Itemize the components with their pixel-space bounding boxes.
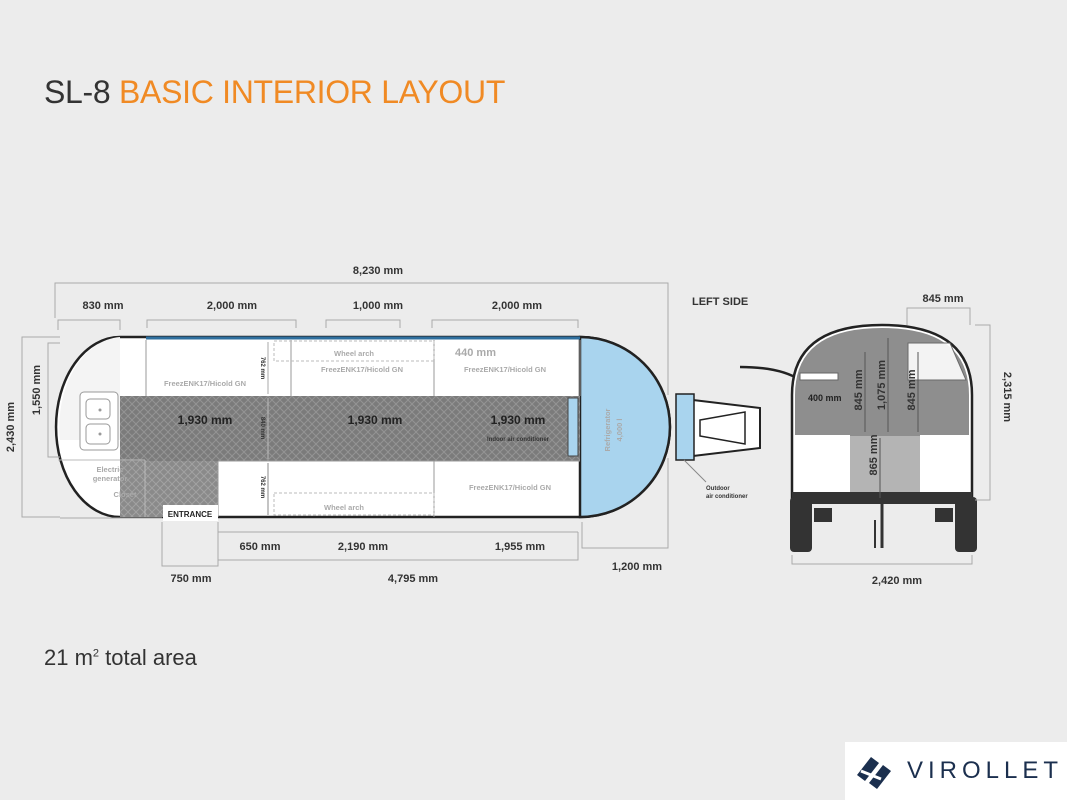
page-title: SL-8 BASIC INTERIOR LAYOUT — [44, 74, 505, 111]
aisle-dim-3: 1,930 mm — [491, 413, 546, 427]
entrance-offset-dim: 750 mm — [171, 573, 212, 585]
side-v3-dim: 845 mm — [906, 369, 918, 410]
hitch-dim: 1,200 mm — [612, 561, 662, 573]
table-depth-dim: 440 mm — [455, 347, 496, 359]
side-wheel-left — [790, 497, 812, 552]
area-unit-sup: 2 — [92, 647, 100, 660]
generator-label-1: Electric — [96, 465, 123, 474]
closet-label: Closet — [114, 490, 137, 499]
side-width-dim: 2,420 mm — [872, 575, 922, 587]
freezer-label-3: FreezENK17/Hicold GN — [464, 365, 546, 374]
total-area-note: 21 m2 total area — [44, 645, 197, 671]
sink-unit — [79, 391, 119, 451]
seg1-dim: 2,000 mm — [207, 300, 257, 312]
mid-bottom-dim: 2,190 mm — [338, 541, 388, 553]
wheel-arch-top — [273, 340, 435, 362]
side-v4-dim: 865 mm — [868, 434, 880, 475]
freezer-label-4: FreezENK17/Hicold GN — [469, 483, 551, 492]
outdoor-ac-label-2: air conditioner — [706, 494, 748, 500]
entrance-width-dim: 650 mm — [240, 541, 281, 553]
height-inner-dim: 1,550 mm — [31, 365, 43, 415]
indoor-ac-label: Indoor air conditioner — [487, 437, 550, 443]
virollet-logo-icon — [857, 757, 891, 789]
area-value: 21 m — [44, 645, 93, 670]
aisle-dim-2: 1,930 mm — [348, 413, 403, 427]
outdoor-ac-label-1: Outdoor — [706, 486, 730, 492]
wheel-arch-top-label: Wheel arch — [334, 349, 374, 358]
outdoor-ac-unit — [675, 393, 695, 461]
side-view: LEFT SIDE 845 mm 400 mm 845 mm 1,075 mm … — [692, 293, 1013, 587]
side-top-dim: 845 mm — [923, 293, 964, 305]
seg3-dim: 2,000 mm — [492, 300, 542, 312]
dim-840: 840 mm — [259, 417, 265, 439]
side-v2-dim: 1,075 mm — [876, 360, 888, 410]
side-view-title: LEFT SIDE — [692, 296, 748, 308]
refrigerator-zone — [578, 335, 672, 519]
brand-logo: VIROLLET — [845, 742, 1067, 800]
side-left-dim: 400 mm — [808, 393, 842, 403]
side-chassis — [792, 492, 972, 504]
dim-762-bottom: 762 mm — [259, 476, 265, 498]
freezer-label-2: FreezENK17/Hicold GN — [321, 365, 403, 374]
entrance-label: ENTRANCE — [168, 510, 213, 519]
layout-title: BASIC INTERIOR LAYOUT — [119, 74, 506, 110]
hitch: Outdoor air conditioner — [675, 393, 761, 500]
generator-label-2: generator — [93, 474, 128, 483]
wheel-arch-bottom-label: Wheel arch — [324, 503, 364, 512]
seg2-dim: 1,000 mm — [353, 300, 403, 312]
front-dim: 830 mm — [83, 300, 124, 312]
bottom-length-dim: 4,795 mm — [388, 573, 438, 585]
top-view-plan: Electric generator Closet Wheel arch Fre… — [5, 265, 761, 585]
refrigerator-capacity: 4,000 l — [615, 419, 624, 442]
model-name: SL-8 — [44, 74, 111, 110]
side-height-dim: 2,315 mm — [1001, 372, 1013, 422]
side-cable — [739, 365, 801, 382]
brand-name: VIROLLET — [907, 757, 1064, 784]
wheel-arch-bottom — [273, 492, 435, 516]
dim-762-top: 762 mm — [259, 357, 265, 379]
aisle-floor — [120, 396, 580, 461]
right-bottom-dim: 1,955 mm — [495, 541, 545, 553]
area-rest: total area — [105, 645, 197, 670]
height-total-dim: 2,430 mm — [5, 402, 17, 452]
indoor-ac-unit — [567, 397, 579, 457]
side-wheel-right — [955, 497, 977, 552]
total-length-dim: 8,230 mm — [353, 265, 403, 277]
aisle-dim-1: 1,930 mm — [178, 413, 233, 427]
side-v1-dim: 845 mm — [853, 369, 865, 410]
refrigerator-label: Refrigerator — [603, 408, 612, 451]
freezer-label-1: FreezENK17/Hicold GN — [164, 379, 246, 388]
